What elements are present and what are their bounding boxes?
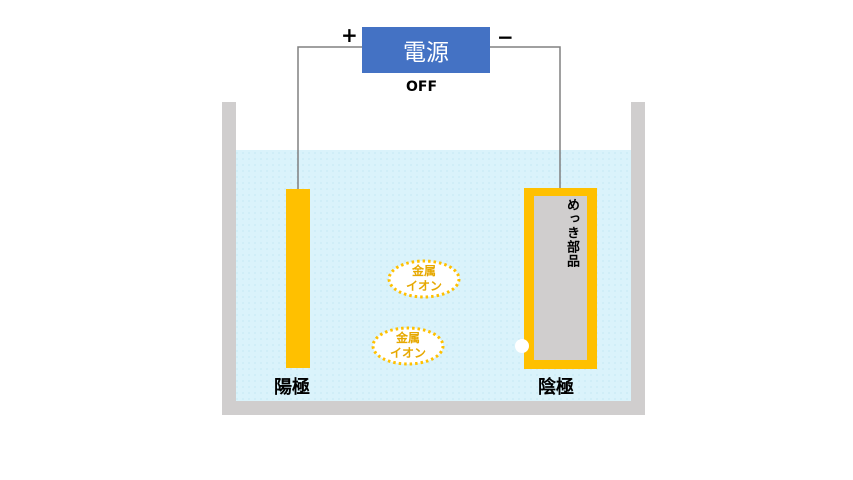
anode-electrode (286, 189, 310, 368)
anode-label: 陽極 (274, 377, 310, 398)
cathode-wire (490, 46, 561, 190)
metal-ion-1 (387, 259, 461, 299)
metal-ion-text-2: 金属 (395, 331, 420, 345)
plating-tank (222, 102, 645, 415)
metal-ion-label-1: 金属 イオン (389, 260, 459, 298)
anode-wire (297, 46, 362, 190)
ion-text-2: イオン (389, 346, 426, 360)
plating-part-label: めっき部品 (564, 198, 579, 268)
minus-terminal-label: − (497, 25, 514, 49)
attached-ion (515, 339, 529, 353)
power-supply-label: 電源 (403, 40, 449, 66)
metal-ion-label-2: 金属 イオン (373, 327, 443, 365)
cathode-label: 陰極 (538, 377, 574, 398)
plus-terminal-label: + (341, 23, 358, 47)
ion-text-1: イオン (405, 279, 442, 293)
power-state-label: OFF (406, 79, 438, 95)
plating-part (534, 196, 587, 360)
power-supply: 電源 (362, 27, 490, 73)
metal-ion-text-1: 金属 (411, 264, 436, 278)
metal-ion-2 (371, 326, 445, 366)
